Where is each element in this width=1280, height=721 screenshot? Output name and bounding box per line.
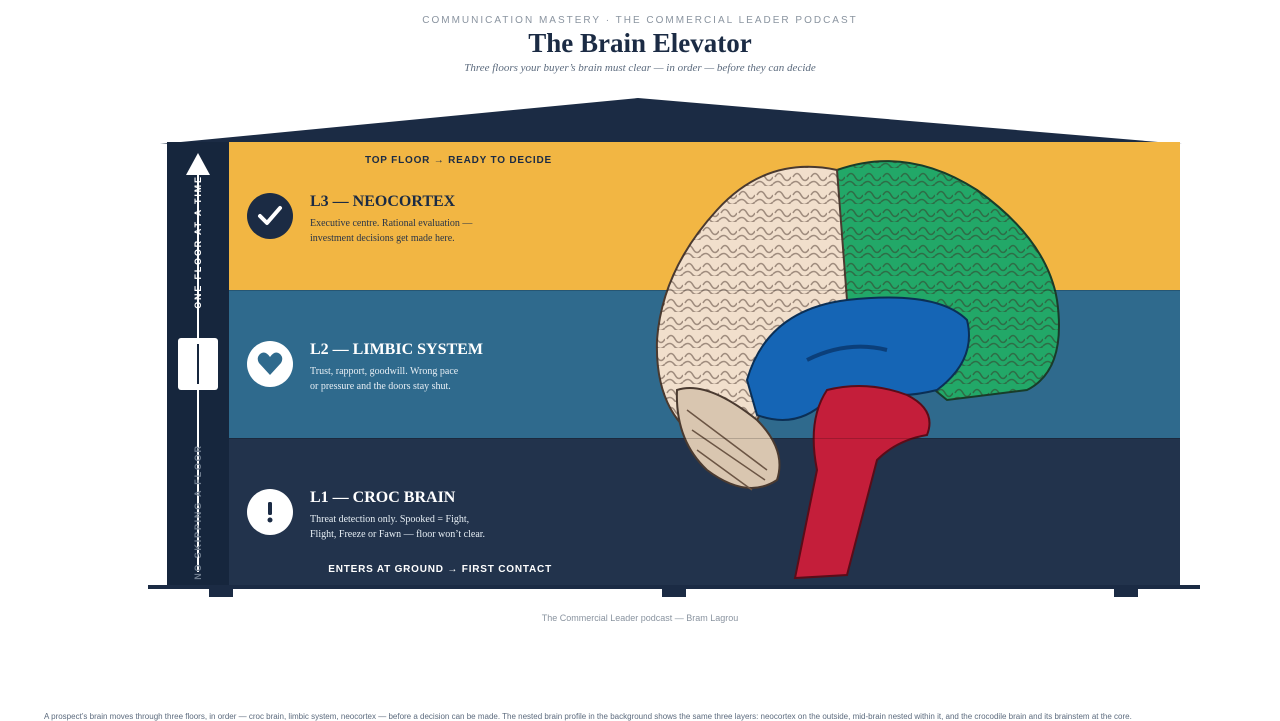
up-arrow-icon (186, 153, 210, 175)
elevator-shaft: ONE FLOOR AT A TIME NO SKIPPING A FLOOR (167, 142, 229, 588)
elevator-car (178, 338, 218, 390)
building-foot (209, 589, 233, 597)
page-subtitle: Three floors your buyer’s brain must cle… (464, 62, 816, 74)
page-title: The Brain Elevator (528, 28, 752, 58)
top-floor-caption: TOP FLOOR → READY TO DECIDE (365, 155, 552, 166)
floor-l1-description: Threat detection only. Spooked = Fight, … (310, 514, 486, 540)
building-foot (1114, 589, 1138, 597)
building-foot (662, 589, 686, 597)
ground-line (148, 585, 1200, 589)
floor-l2-title: L2 — LIMBIC SYSTEM (310, 341, 483, 358)
floor-divider (229, 290, 1180, 291)
figure-caption: A prospect’s brain moves through three f… (44, 712, 1132, 721)
floor-divider (229, 438, 1180, 439)
exclamation-icon (247, 489, 293, 535)
elevator-building: TOP FLOOR → READY TO DECIDE L3 — NEOCORT… (167, 142, 1180, 588)
floor-l3-description: Executive centre. Rational evaluation — … (310, 218, 473, 244)
kicker: COMMUNICATION MASTERY · THE COMMERCIAL L… (422, 15, 858, 26)
checkmark-icon (247, 193, 293, 239)
floor-l3-title: L3 — NEOCORTEX (310, 193, 456, 210)
heart-icon (247, 341, 293, 387)
floor-l1-title: L1 — CROC BRAIN (310, 489, 456, 506)
credit-line: The Commercial Leader podcast — Bram Lag… (541, 613, 739, 623)
brain-illustration (655, 160, 1060, 580)
floor-l2-description: Trust, rapport, goodwill. Wrong pace or … (310, 366, 459, 392)
ground-floor-caption: ENTERS AT GROUND → FIRST CONTACT (328, 564, 552, 575)
building-roof (160, 98, 1182, 144)
